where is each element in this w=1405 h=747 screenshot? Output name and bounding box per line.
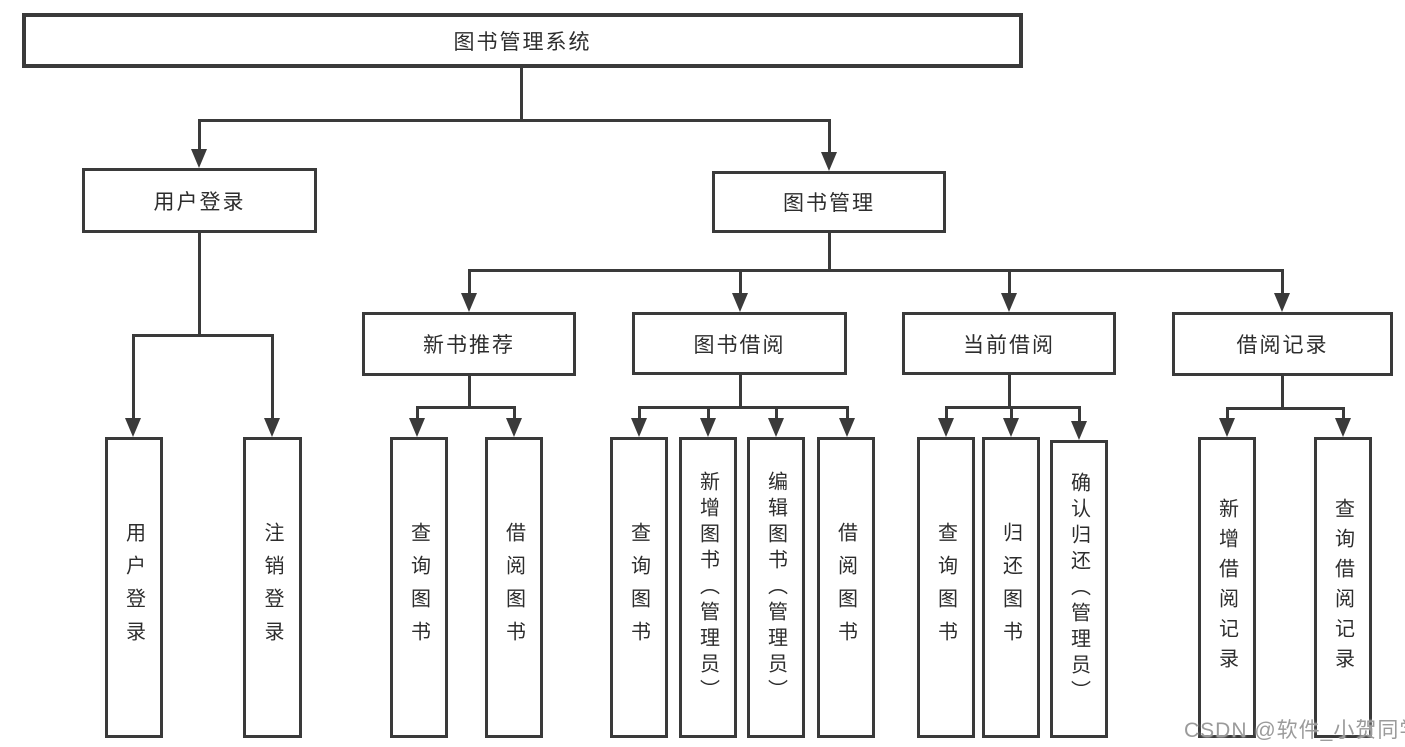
leaf-query-books-borrowing: 查询图书	[610, 437, 668, 738]
connector-line	[416, 406, 516, 409]
connector-line	[1226, 407, 1229, 420]
arrowhead-down	[732, 293, 748, 312]
connector-line	[739, 269, 742, 297]
leaf-borrow-books: 借阅图书	[817, 437, 875, 738]
arrowhead-down	[839, 418, 855, 437]
node-current-borrowing: 当前借阅	[902, 312, 1116, 375]
leaf-query-borrow-record: 查询借阅记录	[1314, 437, 1372, 738]
connector-line	[1281, 269, 1284, 297]
connector-line	[828, 119, 831, 155]
node-new-book-recommend: 新书推荐	[362, 312, 576, 376]
connector-line	[945, 406, 1081, 409]
connector-line	[1008, 269, 1011, 297]
csdn-watermark: CSDN @软件_小贺同学	[1184, 719, 1405, 742]
connector-line	[1078, 406, 1081, 422]
connector-line	[520, 68, 523, 122]
connector-line	[945, 406, 948, 420]
leaf-query-books-current: 查询图书	[917, 437, 975, 738]
connector-line	[638, 406, 641, 420]
connector-line	[198, 119, 201, 152]
arrowhead-down	[506, 418, 522, 437]
arrowhead-down	[1001, 293, 1017, 312]
arrowhead-down	[461, 293, 477, 312]
arrowhead-down	[409, 418, 425, 437]
connector-line	[846, 406, 849, 420]
arrowhead-down	[631, 418, 647, 437]
connector-line	[739, 375, 742, 409]
node-user-login: 用户登录	[82, 168, 317, 233]
arrowhead-down	[700, 418, 716, 437]
leaf-return-books: 归还图书	[982, 437, 1040, 738]
arrowhead-down	[125, 418, 141, 437]
node-borrowing-records: 借阅记录	[1172, 312, 1393, 376]
connector-line	[271, 334, 274, 420]
connector-line	[828, 233, 831, 272]
connector-line	[1281, 376, 1284, 410]
arrowhead-down	[938, 418, 954, 437]
arrowhead-down	[1274, 293, 1290, 312]
connector-line	[707, 406, 710, 420]
connector-line	[468, 269, 471, 297]
connector-line	[638, 406, 849, 409]
node-root-library-system: 图书管理系统	[22, 13, 1023, 68]
node-book-borrowing: 图书借阅	[632, 312, 847, 375]
arrowhead-down	[821, 152, 837, 171]
leaf-logout: 注销登录	[243, 437, 302, 738]
leaf-add-books-admin: 新增图书（管理员）	[679, 437, 737, 738]
connector-line	[198, 119, 831, 122]
connector-line	[468, 269, 1284, 272]
leaf-borrow-books-recommend: 借阅图书	[485, 437, 543, 738]
arrowhead-down	[264, 418, 280, 437]
arrowhead-down	[191, 149, 207, 168]
node-book-management: 图书管理	[712, 171, 946, 233]
connector-line	[1226, 407, 1345, 410]
arrowhead-down	[768, 418, 784, 437]
leaf-edit-books-admin: 编辑图书（管理员）	[747, 437, 805, 738]
connector-line	[198, 233, 201, 337]
connector-line	[775, 406, 778, 420]
connector-line	[132, 334, 274, 337]
connector-line	[1342, 407, 1345, 420]
connector-line	[468, 376, 471, 409]
leaf-query-books-recommend: 查询图书	[390, 437, 448, 738]
connector-line	[1010, 406, 1013, 420]
connector-line	[416, 406, 419, 420]
arrowhead-down	[1071, 421, 1087, 440]
connector-line	[132, 334, 135, 420]
leaf-add-borrow-record: 新增借阅记录	[1198, 437, 1256, 738]
connector-line	[1008, 375, 1011, 409]
arrowhead-down	[1219, 418, 1235, 437]
leaf-confirm-return-admin: 确认归还（管理员）	[1050, 440, 1108, 738]
connector-line	[513, 406, 516, 420]
arrowhead-down	[1335, 418, 1351, 437]
arrowhead-down	[1003, 418, 1019, 437]
leaf-user-login: 用户登录	[105, 437, 163, 738]
